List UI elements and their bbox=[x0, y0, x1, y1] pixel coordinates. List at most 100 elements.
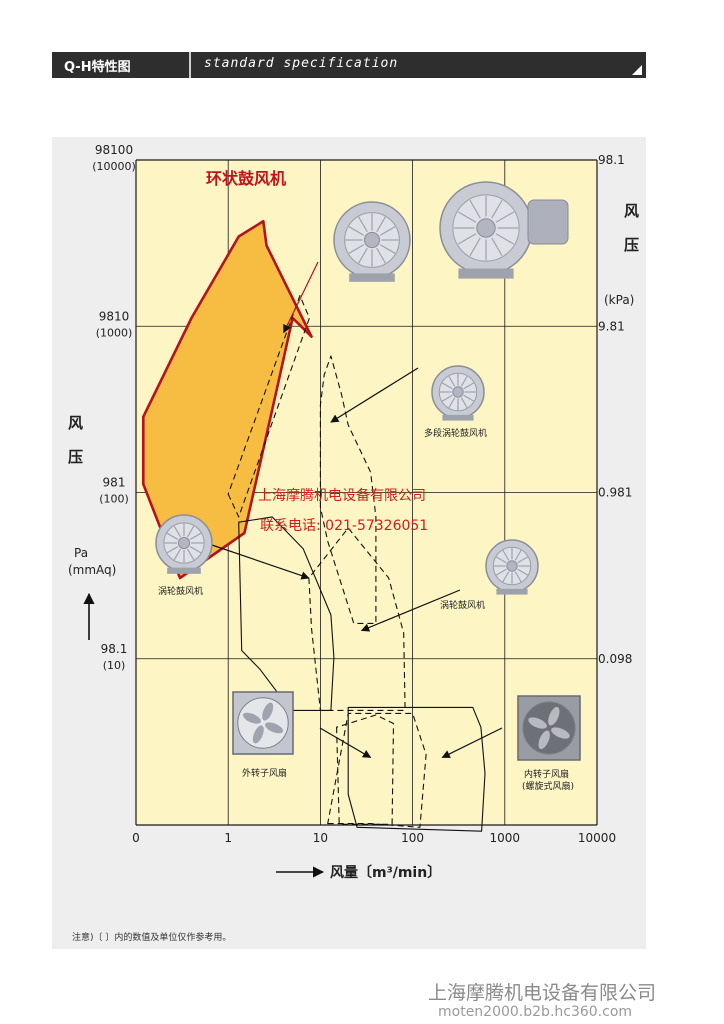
blower-rib bbox=[379, 244, 396, 254]
blower-rib bbox=[517, 556, 529, 564]
y-left-label-char: 风 bbox=[68, 414, 83, 432]
blower-rib bbox=[460, 397, 468, 409]
product-icons bbox=[155, 181, 581, 761]
external-rotor-fan-icon bbox=[232, 691, 294, 755]
blower-rib bbox=[166, 532, 179, 541]
blower-rib bbox=[495, 211, 515, 223]
x-axis-label: 风量〔m³/min〕 bbox=[330, 865, 441, 881]
callout-label-1: 多段涡轮鼓风机 bbox=[424, 427, 487, 439]
footnote: 注意)〔 〕内的数值及单位仅作参考用。 bbox=[72, 933, 232, 943]
y-right-tick-label: 9.81 bbox=[598, 319, 625, 333]
x-tick-label: 10 bbox=[313, 831, 328, 845]
blower-rib bbox=[495, 556, 507, 564]
blower-base bbox=[349, 273, 395, 282]
callout-arrow-3 bbox=[360, 589, 461, 632]
blower-rib bbox=[491, 199, 503, 219]
y-left-tick-label: 98.1 bbox=[101, 642, 128, 656]
fan-blade bbox=[252, 725, 264, 744]
x-tick-label: 1000 bbox=[490, 831, 521, 845]
x-tick-label: 1 bbox=[224, 831, 232, 845]
y-left-label-char: 压 bbox=[68, 448, 83, 466]
y-right-tick-label: 98.1 bbox=[598, 153, 625, 167]
blower-rib bbox=[376, 216, 386, 233]
turbo-blower-left-icon bbox=[155, 514, 213, 574]
y-right-tick-label: 0.098 bbox=[598, 652, 632, 666]
blower-rib bbox=[448, 397, 456, 409]
blower-rib bbox=[348, 244, 365, 254]
y-right-tick-label: 0.981 bbox=[598, 486, 632, 500]
callout-label-5: 内转子风扇 bbox=[524, 768, 569, 780]
blower-rib bbox=[376, 247, 386, 264]
y-left-tick-sublabel: (10) bbox=[103, 659, 126, 672]
blower-rib bbox=[457, 211, 477, 223]
blower-rib bbox=[173, 548, 182, 561]
y-left-tick-labels: 98100(10000)9810(1000)981(100)98.1(10) bbox=[92, 143, 136, 672]
blower-rib bbox=[186, 525, 195, 538]
company-url: moten2000.b2b.hc360.com bbox=[438, 1004, 633, 1020]
blower-hub bbox=[452, 386, 464, 398]
callout-sublabel-5: (螺旋式风扇) bbox=[522, 780, 574, 792]
callout-label-2: 涡轮鼓风机 bbox=[158, 585, 203, 597]
blower-rib bbox=[166, 545, 179, 554]
y-left-unit: Pa bbox=[74, 546, 88, 560]
turbo-blower-right-icon bbox=[485, 539, 539, 595]
section-title: Q-H特性图 bbox=[64, 60, 131, 75]
fan-blade bbox=[548, 706, 560, 726]
series-outline-7 bbox=[347, 706, 486, 832]
watermark-phone: 联系电话: 021-57326051 bbox=[260, 518, 428, 534]
series-outline-3 bbox=[238, 516, 335, 711]
y-left-tick-label: 981 bbox=[103, 476, 126, 490]
blower-hub bbox=[476, 218, 496, 238]
blower-base bbox=[458, 268, 514, 279]
y-right-tick-labels: 98.1 9.81 0.981 0.098 bbox=[598, 153, 632, 666]
fan-ring bbox=[522, 701, 576, 755]
blower-rib bbox=[186, 548, 195, 561]
series-outline-4 bbox=[308, 527, 406, 711]
blower-hub bbox=[363, 231, 381, 249]
y-right-label-char: 风 bbox=[624, 202, 639, 220]
blower-rib bbox=[358, 216, 368, 233]
blower-rib bbox=[457, 233, 477, 245]
section-header-bar: Q-H特性图 standard specification bbox=[52, 52, 646, 78]
multistage-turbo-blower-icon bbox=[431, 365, 485, 421]
y-left-tick-label: 98100 bbox=[95, 143, 133, 157]
blower-rib bbox=[379, 226, 396, 236]
blower-rib bbox=[441, 382, 453, 390]
blower-rib bbox=[495, 233, 515, 245]
fan-blade bbox=[242, 712, 261, 724]
blower-rib bbox=[514, 549, 522, 561]
series-outline-1 bbox=[227, 295, 310, 518]
fan-blade bbox=[538, 730, 550, 750]
blower-rib bbox=[469, 237, 481, 257]
section-subtitle: standard specification bbox=[204, 56, 399, 71]
blower-rib bbox=[358, 247, 368, 264]
y-left-unit: (mmAq) bbox=[68, 563, 116, 577]
fan-blade bbox=[265, 722, 284, 734]
blower-base bbox=[442, 414, 474, 421]
blower-rib bbox=[463, 394, 475, 402]
fan-blade bbox=[528, 717, 547, 729]
blower-rib bbox=[517, 568, 529, 576]
grid-lines bbox=[135, 159, 598, 826]
blower-rib bbox=[469, 199, 481, 219]
corner-triangle-icon bbox=[632, 65, 642, 75]
x-tick-label: 100 bbox=[401, 831, 424, 845]
blower-rib bbox=[348, 226, 365, 236]
blower-rib bbox=[502, 549, 510, 561]
callout-label-0: 环状鼓风机 bbox=[206, 169, 286, 188]
blower-rib bbox=[495, 568, 507, 576]
callout-arrow-5 bbox=[441, 727, 503, 758]
callout-arrow-2 bbox=[211, 544, 310, 580]
blower-rib bbox=[502, 571, 510, 583]
blower-rib bbox=[173, 525, 182, 538]
y-left-tick-sublabel: (1000) bbox=[96, 326, 133, 339]
company-name: 上海摩腾机电设备有限公司 bbox=[428, 982, 657, 1004]
y-right-unit: (kPa) bbox=[604, 293, 634, 307]
series-outline-2 bbox=[319, 355, 377, 624]
header-divider bbox=[189, 52, 191, 78]
blower-hub bbox=[177, 536, 191, 550]
y-right-label-char: 压 bbox=[624, 236, 639, 254]
fan-blade bbox=[262, 702, 274, 721]
